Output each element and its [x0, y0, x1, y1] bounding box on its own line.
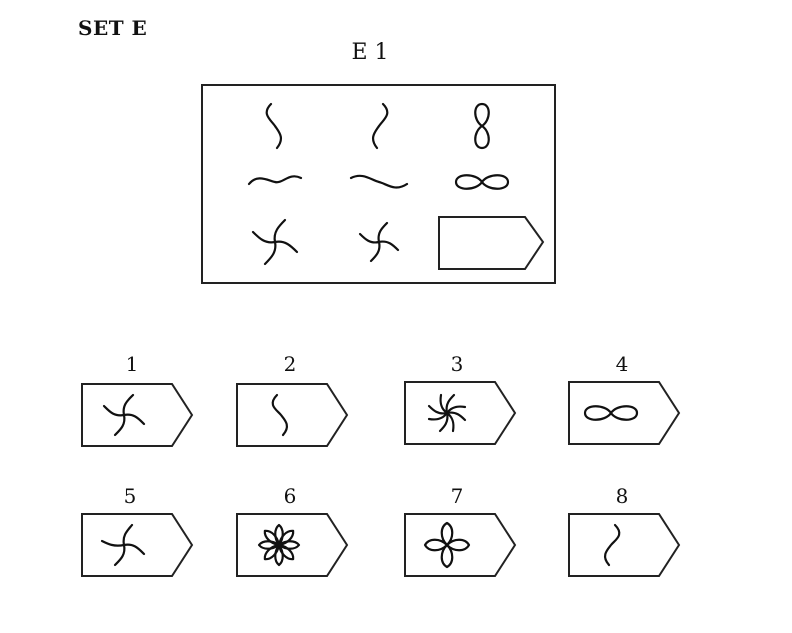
s-curve-icon: [271, 393, 289, 437]
problem-matrix: [201, 84, 556, 284]
s-curve-mirrored-icon: [371, 102, 389, 150]
pinwheel-four-arm-icon: [102, 393, 146, 437]
pinwheel-many-arm-icon: [427, 393, 467, 433]
option-5[interactable]: [80, 512, 196, 578]
option-2[interactable]: [235, 382, 351, 448]
infinity-horizontal-icon: [583, 405, 639, 421]
problem-title: E 1: [351, 40, 389, 65]
s-curve-icon: [265, 102, 283, 150]
option-4[interactable]: [567, 380, 683, 446]
option-number-5: 5: [123, 484, 137, 508]
option-number-4: 4: [615, 352, 629, 376]
flower-four-petal-icon: [423, 521, 471, 569]
set-label: SET E: [78, 16, 148, 40]
flower-eight-petal-icon: [257, 523, 301, 567]
option-7[interactable]: [403, 512, 519, 578]
option-3[interactable]: [403, 380, 519, 446]
option-1[interactable]: [80, 382, 196, 448]
option-8[interactable]: [567, 512, 683, 578]
option-6[interactable]: [235, 512, 351, 578]
answer-blank-icon: [438, 216, 545, 270]
infinity-horizontal-icon: [454, 174, 510, 190]
option-number-8: 8: [615, 484, 629, 508]
s-curve-mirrored-icon: [603, 523, 621, 567]
figure-eight-vertical-icon: [474, 102, 490, 150]
pinwheel-four-arm-small-icon: [358, 221, 400, 263]
option-number-2: 2: [283, 352, 297, 376]
option-number-1: 1: [125, 352, 139, 376]
option-number-3: 3: [450, 352, 464, 376]
option-number-6: 6: [283, 484, 297, 508]
wave-curve-icon: [247, 175, 303, 186]
pinwheel-four-arm-icon: [251, 218, 299, 266]
wave-curve-mirrored-icon: [349, 174, 409, 189]
pinwheel-three-arm-icon: [100, 523, 146, 567]
option-number-7: 7: [450, 484, 464, 508]
